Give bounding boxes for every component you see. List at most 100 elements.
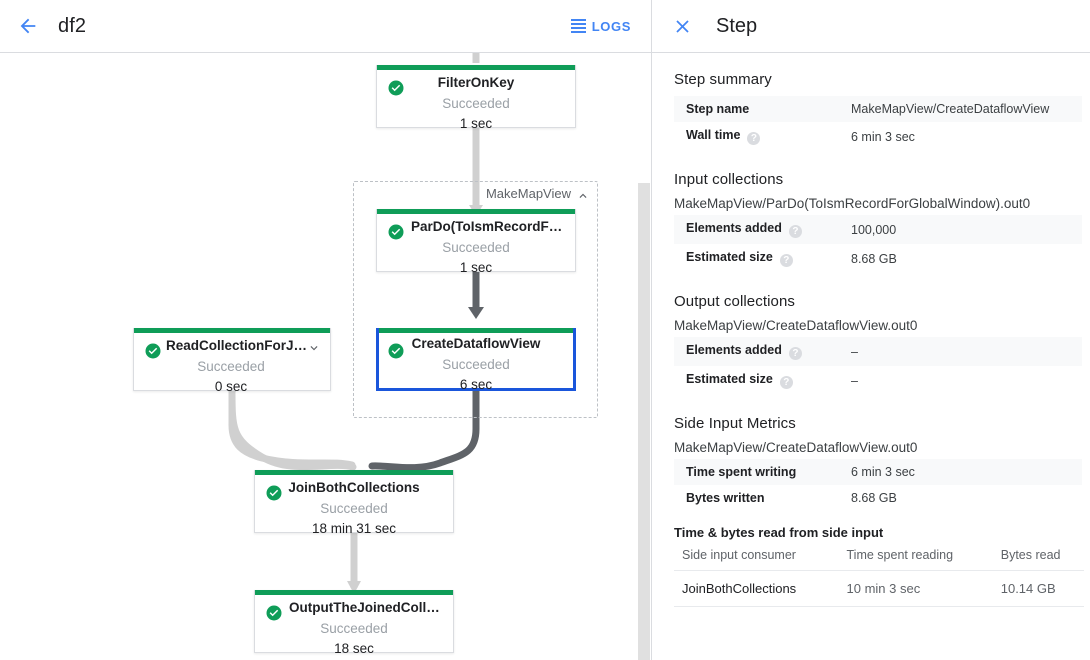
input-collections-table: Elements added? 100,000 Estimated size? … <box>674 215 1082 273</box>
row-key-label: Estimated size <box>686 250 773 264</box>
help-icon[interactable]: ? <box>788 225 802 238</box>
output-collections-table: Elements added? – Estimated size? – <box>674 337 1082 395</box>
row-key: Estimated size? <box>674 244 839 273</box>
node-status: Succeeded <box>442 357 510 372</box>
cell-bytes-read: 10.14 GB <box>992 570 1084 607</box>
column-header-bytes-read: Bytes read <box>992 542 1084 571</box>
node-status: Succeeded <box>320 621 388 636</box>
node-status-bar <box>379 328 573 333</box>
check-circle-icon <box>144 342 162 360</box>
check-circle-icon <box>265 604 283 622</box>
node-labels: FilterOnKey Succeeded 1 sec <box>377 73 575 134</box>
node-labels: CreateDataflowView Succeeded 6 sec <box>379 334 573 395</box>
row-key: Estimated size? <box>674 366 839 395</box>
table-row[interactable]: JoinBothCollections 10 min 3 sec 10.14 G… <box>674 570 1084 607</box>
row-key-label: Step name <box>686 102 750 116</box>
graph-node-joinbothcollections[interactable]: JoinBothCollections Succeeded 18 min 31 … <box>254 470 454 536</box>
cell-side-input-consumer: JoinBothCollections <box>674 570 839 607</box>
graph-node-createdataflowview[interactable]: CreateDataflowView Succeeded 6 sec <box>376 328 576 392</box>
table-row: Time spent writing 6 min 3 sec <box>674 459 1082 485</box>
graph-node-filteronkey[interactable]: FilterOnKey Succeeded 1 sec <box>376 65 576 131</box>
group-box-makemapview[interactable]: MakeMapView <box>353 181 598 418</box>
node-name: ParDo(ToIsmRecordFor… <box>411 219 565 234</box>
row-value: – <box>839 337 1082 366</box>
row-value: 100,000 <box>839 215 1082 244</box>
logs-button[interactable]: LOGS <box>570 18 631 34</box>
section-heading-step-summary: Step summary <box>674 71 772 88</box>
side-input-reads-table: Side input consumer Time spent reading B… <box>674 542 1084 607</box>
input-collection-name: MakeMapView/ParDo(ToIsmRecordForGlobalWi… <box>674 196 1031 211</box>
node-status-bar <box>377 65 575 70</box>
step-details-panel: Step Step summary Step name MakeMapView/… <box>652 0 1090 660</box>
check-circle-icon <box>265 484 283 502</box>
table-header: Side input consumer Time spent reading B… <box>674 542 1084 571</box>
table-row: Bytes written 8.68 GB <box>674 485 1082 511</box>
node-time: 1 sec <box>459 116 493 131</box>
row-key: Wall time? <box>674 122 839 151</box>
node-status-bar <box>255 590 453 595</box>
node-labels: OutputTheJoinedCollec… Succeeded 18 sec <box>255 598 453 659</box>
table-header-row: Side input consumer Time spent reading B… <box>674 542 1084 571</box>
arrow-back-icon[interactable] <box>8 6 48 46</box>
check-circle-icon <box>387 223 405 241</box>
node-status-bar <box>377 209 575 214</box>
row-value: 8.68 GB <box>851 491 897 505</box>
table-row: Estimated size? – <box>674 366 1082 395</box>
node-labels: JoinBothCollections Succeeded 18 min 31 … <box>255 478 453 539</box>
graph-node-pardo-toismrecordfor[interactable]: ParDo(ToIsmRecordFor… Succeeded 1 sec <box>376 209 576 275</box>
node-time: 1 sec <box>459 260 493 275</box>
panel-title: Step <box>716 14 758 37</box>
chevron-up-icon[interactable] <box>576 189 590 203</box>
table-row: Estimated size? 8.68 GB <box>674 244 1082 273</box>
help-icon[interactable]: ? <box>779 254 793 267</box>
row-key-label: Elements added <box>686 221 782 235</box>
check-circle-icon <box>387 342 405 360</box>
row-value: – <box>851 373 858 388</box>
row-value: MakeMapView/CreateDataflowView <box>839 96 1082 122</box>
row-key: Step name <box>674 96 839 122</box>
graph-vertical-scrollbar[interactable] <box>638 183 650 660</box>
chevron-down-icon[interactable] <box>307 341 321 355</box>
step-summary-table: Step name MakeMapView/CreateDataflowView… <box>674 96 1082 151</box>
page-title: df2 <box>58 14 87 37</box>
table-body: JoinBothCollections 10 min 3 sec 10.14 G… <box>674 570 1084 607</box>
section-heading-output-collections: Output collections <box>674 293 796 310</box>
graph-node-readcollectionforjoin[interactable]: ReadCollectionForJoin Succeeded 0 sec <box>133 328 331 394</box>
logs-list-icon <box>570 19 586 33</box>
close-icon[interactable] <box>662 6 702 46</box>
cell-time-spent-reading: 10 min 3 sec <box>838 570 993 607</box>
node-name: OutputTheJoinedCollec… <box>289 600 443 615</box>
logs-button-label: LOGS <box>591 18 631 34</box>
node-labels: ParDo(ToIsmRecordFor… Succeeded 1 sec <box>377 217 575 278</box>
section-heading-side-input-metrics: Side Input Metrics <box>674 415 796 432</box>
job-graph-header: df2 LOGS <box>0 0 651 53</box>
row-value: 8.68 GB <box>851 251 897 266</box>
help-icon[interactable]: ? <box>747 132 761 145</box>
side-input-metrics-table: Time spent writing 6 min 3 sec Bytes wri… <box>674 459 1082 511</box>
table-row: Step name MakeMapView/CreateDataflowView <box>674 96 1082 122</box>
node-name: CreateDataflowView <box>411 336 541 351</box>
column-header-side-input-consumer: Side input consumer <box>674 542 839 571</box>
row-value: 6 min 3 sec <box>851 129 915 144</box>
output-collection-name: MakeMapView/CreateDataflowView.out0 <box>674 318 918 333</box>
row-value: 6 min 3 sec <box>839 459 1082 485</box>
node-status: Succeeded <box>442 240 510 255</box>
node-status-bar <box>134 328 330 333</box>
table-row: Elements added? – <box>674 337 1082 366</box>
node-time: 6 sec <box>459 377 493 392</box>
row-key-label: Elements added <box>686 343 782 357</box>
row-key: Bytes written <box>686 491 765 505</box>
help-icon[interactable]: ? <box>779 376 793 389</box>
job-graph-canvas[interactable]: MakeMapView FilterOnKey <box>0 53 651 660</box>
table-row: Wall time? 6 min 3 sec <box>674 122 1082 151</box>
node-time: 0 sec <box>214 379 248 394</box>
check-circle-icon <box>387 79 405 97</box>
row-key: Time spent writing <box>674 459 839 485</box>
graph-node-outputthejoinedcollection[interactable]: OutputTheJoinedCollec… Succeeded 18 sec <box>254 590 454 656</box>
column-header-time-spent-reading: Time spent reading <box>838 542 993 571</box>
section-heading-input-collections: Input collections <box>674 171 784 188</box>
row-key: Elements added? <box>674 337 839 366</box>
node-time: 18 min 31 sec <box>311 521 397 536</box>
help-icon[interactable]: ? <box>788 347 802 360</box>
